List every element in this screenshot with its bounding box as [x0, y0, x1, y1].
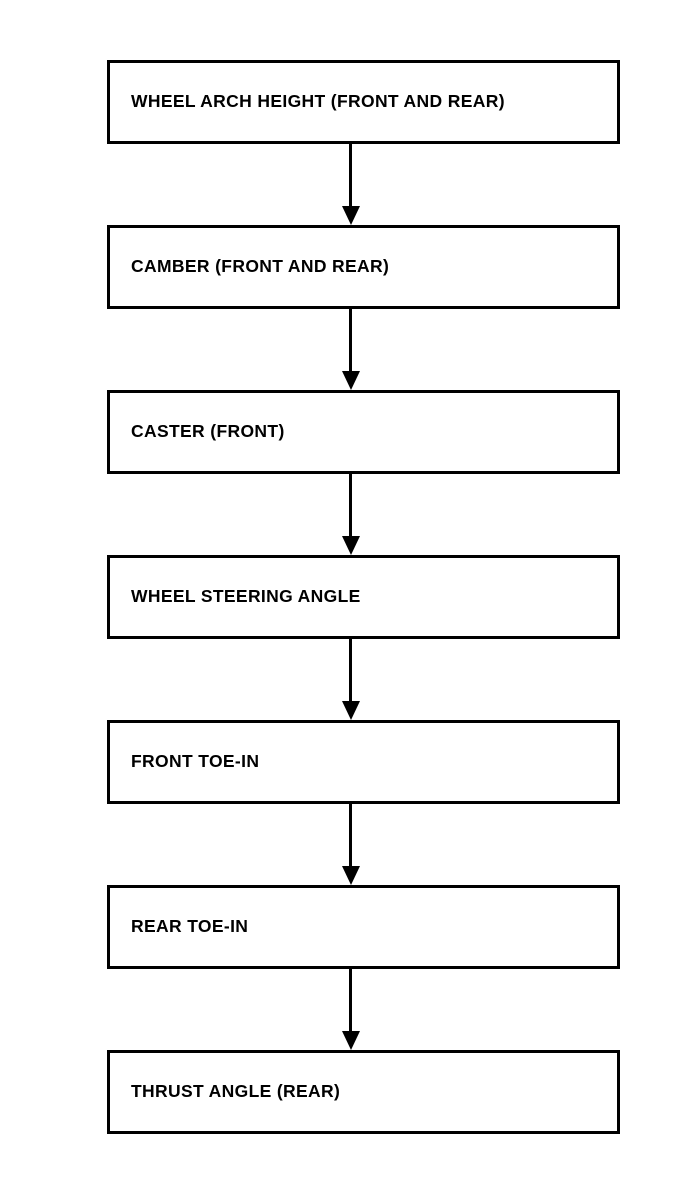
connector-shaft — [349, 639, 352, 703]
process-box-label: REAR TOE-IN — [131, 916, 249, 937]
process-box-label: WHEEL STEERING ANGLE — [131, 586, 361, 607]
process-box-label: WHEEL ARCH HEIGHT (FRONT AND REAR) — [131, 91, 505, 112]
down-arrow-icon — [342, 536, 360, 555]
connector-shaft — [349, 804, 352, 868]
process-box-label: THRUST ANGLE (REAR) — [131, 1081, 341, 1102]
flowchart-step-4: WHEEL STEERING ANGLE — [107, 555, 620, 639]
flowchart-step-5: FRONT TOE-IN — [107, 720, 620, 804]
flowchart-step-1: WHEEL ARCH HEIGHT (FRONT AND REAR) — [107, 60, 620, 144]
down-arrow-icon — [342, 866, 360, 885]
down-arrow-icon — [342, 701, 360, 720]
connector-arrow-6-to-7 — [107, 969, 620, 1050]
process-box-rear-toe-in[interactable]: REAR TOE-IN — [107, 885, 620, 969]
flowchart-step-7: THRUST ANGLE (REAR) — [107, 1050, 620, 1134]
connector-shaft — [349, 309, 352, 373]
process-box-wheel-steering-angle[interactable]: WHEEL STEERING ANGLE — [107, 555, 620, 639]
process-box-label: CAMBER (FRONT AND REAR) — [131, 256, 390, 277]
down-arrow-icon — [342, 206, 360, 225]
connector-arrow-3-to-4 — [107, 474, 620, 555]
connector-arrow-2-to-3 — [107, 309, 620, 390]
flowchart-step-3: CASTER (FRONT) — [107, 390, 620, 474]
flowchart-step-2: CAMBER (FRONT AND REAR) — [107, 225, 620, 309]
down-arrow-icon — [342, 371, 360, 390]
flowchart-step-6: REAR TOE-IN — [107, 885, 620, 969]
process-box-camber[interactable]: CAMBER (FRONT AND REAR) — [107, 225, 620, 309]
connector-arrow-1-to-2 — [107, 144, 620, 225]
process-box-caster[interactable]: CASTER (FRONT) — [107, 390, 620, 474]
process-box-wheel-arch-height[interactable]: WHEEL ARCH HEIGHT (FRONT AND REAR) — [107, 60, 620, 144]
process-box-thrust-angle[interactable]: THRUST ANGLE (REAR) — [107, 1050, 620, 1134]
connector-shaft — [349, 144, 352, 208]
down-arrow-icon — [342, 1031, 360, 1050]
connector-shaft — [349, 969, 352, 1033]
process-box-front-toe-in[interactable]: FRONT TOE-IN — [107, 720, 620, 804]
connector-arrow-4-to-5 — [107, 639, 620, 720]
flowchart-node-chain: WHEEL ARCH HEIGHT (FRONT AND REAR) CAMBE… — [107, 60, 620, 1134]
process-box-label: CASTER (FRONT) — [131, 421, 285, 442]
connector-arrow-5-to-6 — [107, 804, 620, 885]
connector-shaft — [349, 474, 352, 538]
process-box-label: FRONT TOE-IN — [131, 751, 260, 772]
